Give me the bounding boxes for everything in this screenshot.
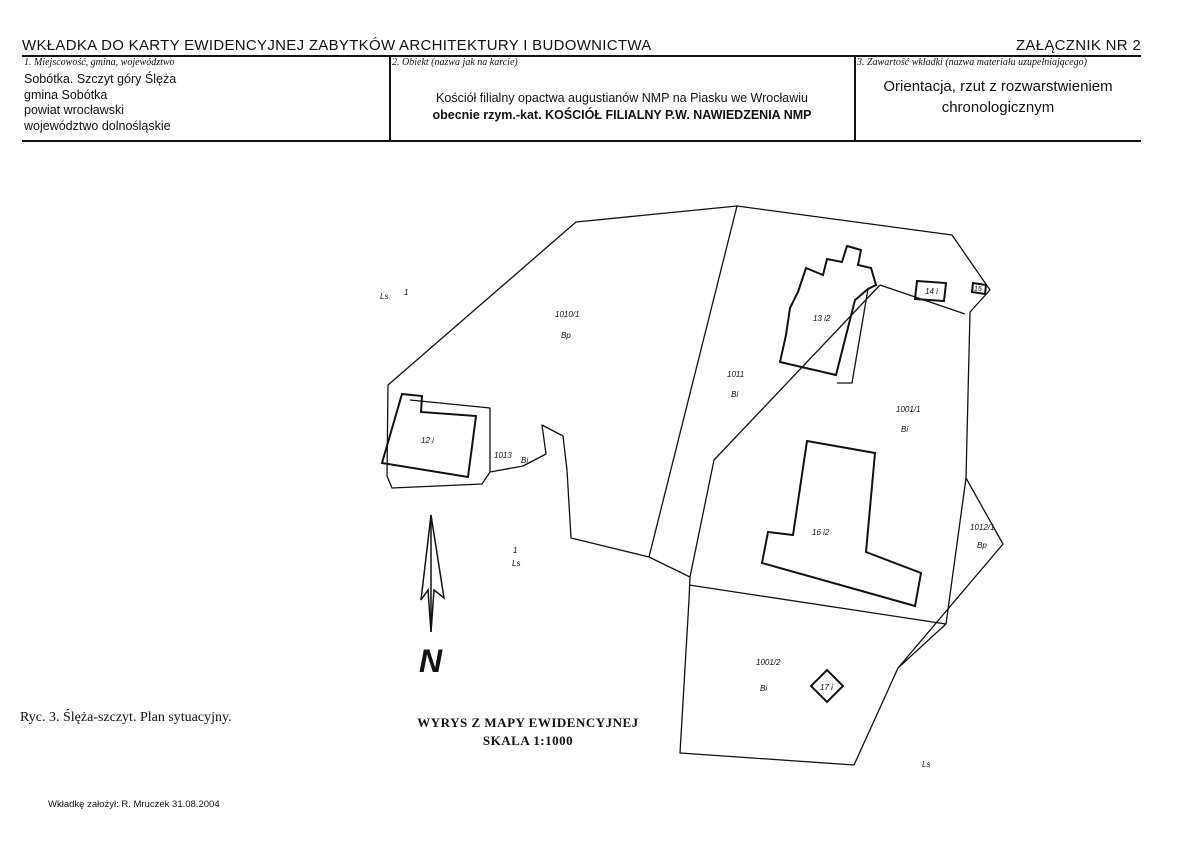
building-label: 13 i2 bbox=[813, 314, 831, 323]
object-line-1: Kościół filialny opactwa augustianów NMP… bbox=[436, 91, 808, 105]
building-15 bbox=[970, 281, 988, 296]
parcel-number: 1012/1 bbox=[970, 523, 994, 532]
extract-scale: SKALA 1:1000 bbox=[482, 733, 574, 748]
parcel-number: 1001/2 bbox=[756, 658, 781, 667]
outer-label: Ls bbox=[922, 760, 930, 769]
building-13 bbox=[778, 244, 878, 377]
north-arrow-icon bbox=[420, 514, 446, 633]
header-top-rule bbox=[22, 55, 1141, 57]
supplement-label: 3. Zawartość wkładki (nazwa materiału uz… bbox=[857, 57, 1087, 68]
parcel-boundary bbox=[409, 399, 491, 437]
outer-label: Ls bbox=[380, 292, 388, 301]
parcel-boundary bbox=[837, 288, 869, 384]
location-line: województwo dolnośląskie bbox=[24, 118, 171, 133]
building-label: 14 i bbox=[925, 287, 938, 296]
location-label: 1. Miejscowość, gmina, województwo bbox=[24, 57, 175, 68]
parcel-boundary bbox=[648, 205, 738, 558]
parcel-boundary bbox=[897, 623, 947, 669]
parcel-use: Ls bbox=[512, 559, 520, 568]
parcel-outline bbox=[386, 205, 1004, 766]
parcel-boundary bbox=[945, 477, 967, 625]
document-title: WKŁADKA DO KARTY EWIDENCYJNEJ ZABYTKÓW A… bbox=[22, 37, 652, 54]
annex-number: ZAŁĄCZNIK NR 2 bbox=[1015, 37, 1141, 54]
parcel-number: 1 bbox=[513, 546, 517, 555]
building-label: 16 i2 bbox=[812, 528, 830, 537]
building-label: 17 i bbox=[820, 683, 833, 692]
parcel-boundary bbox=[688, 584, 947, 625]
supplement-content: Orientacja, rzut z rozwarstwieniem chron… bbox=[883, 78, 1113, 116]
building-label: 15 bbox=[974, 286, 982, 293]
building-14 bbox=[913, 279, 948, 303]
object-name: Kościół filialny opactwa augustianów NMP… bbox=[392, 90, 852, 124]
location-line: gmina Sobótka bbox=[24, 87, 108, 102]
extract-line-1: WYRYS Z MAPY EWIDENCYJNEJ bbox=[417, 715, 639, 730]
location-block: Sobótka. Szczyt góry Ślęża gmina Sobótka… bbox=[24, 72, 176, 134]
building-16 bbox=[760, 439, 923, 608]
object-label: 2. Obiekt (nazwa jak na karcie) bbox=[392, 57, 518, 68]
figure-caption: Ryc. 3. Ślęża-szczyt. Plan sytuacyjny. bbox=[20, 710, 232, 725]
north-label: N bbox=[419, 643, 443, 679]
building-17 bbox=[809, 668, 845, 704]
location-line: Sobótka. Szczyt góry Ślęża bbox=[24, 72, 177, 86]
parcel-use: Bi bbox=[521, 456, 528, 465]
parcel-number: 1010/1 bbox=[555, 310, 579, 319]
parcel-use: Bp bbox=[977, 541, 987, 550]
header-bottom-rule bbox=[22, 140, 1141, 142]
parcel-use: Bp bbox=[561, 331, 571, 340]
building-label: 12 i bbox=[421, 436, 434, 445]
outer-label: 1 bbox=[404, 288, 408, 297]
parcel-number: 1013 bbox=[494, 451, 512, 460]
parcel-boundary bbox=[689, 284, 881, 578]
parcel-use: Bi bbox=[760, 684, 767, 693]
author-note: Wkładkę założył: R. Mruczek 31.08.2004 bbox=[48, 799, 220, 810]
map-extract-title: WYRYS Z MAPY EWIDENCYJNEJ SKALA 1:1000 bbox=[378, 714, 678, 750]
parcel-use: Bi bbox=[901, 425, 908, 434]
location-line: powiat wrocławski bbox=[24, 103, 125, 117]
parcel-use: Bi bbox=[731, 390, 738, 399]
building-12 bbox=[380, 392, 478, 479]
object-line-2: obecnie rzym.-kat. KOŚCIÓŁ FILIALNY P.W.… bbox=[432, 108, 812, 122]
parcel-number: 1011 bbox=[727, 370, 744, 379]
parcel-number: 1001/1 bbox=[896, 405, 920, 414]
column-divider-1 bbox=[389, 55, 391, 141]
column-divider-2 bbox=[854, 55, 856, 141]
